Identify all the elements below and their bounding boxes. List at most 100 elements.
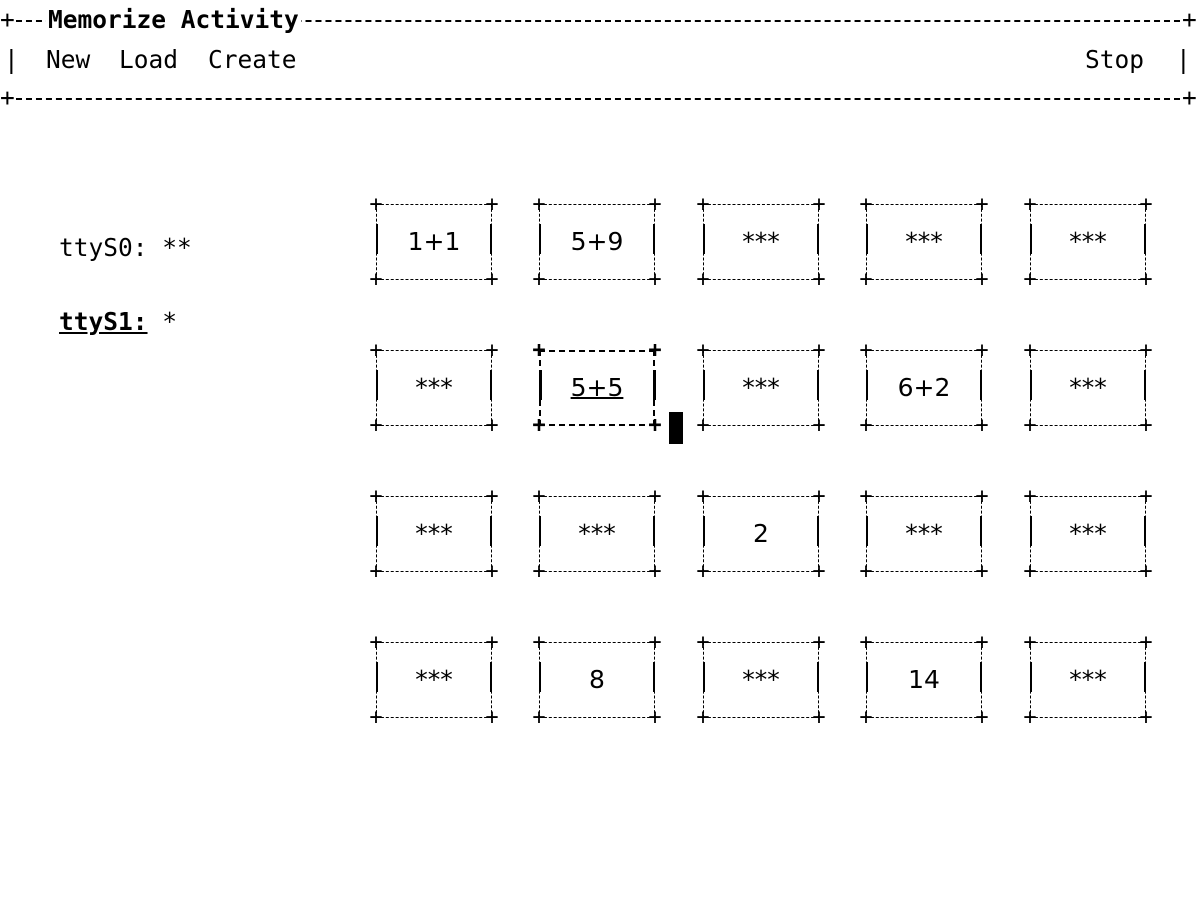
card-corner: + <box>648 192 662 217</box>
card-corner: + <box>975 559 989 584</box>
top-border: + Memorize Activity + <box>0 0 1200 40</box>
card-side-bar <box>1030 370 1032 400</box>
card-corner: + <box>1139 630 1153 655</box>
card-corner: + <box>812 559 826 584</box>
card-corner: + <box>1023 705 1037 730</box>
card-face: *** <box>415 665 453 694</box>
card-side-bar <box>376 516 378 546</box>
card-corner: + <box>1023 192 1037 217</box>
memory-card[interactable]: ++++5+5 <box>532 340 661 438</box>
card-side-bar <box>703 662 705 692</box>
player-ttys1: ttyS1: * <box>0 262 177 336</box>
text-cursor <box>669 412 683 444</box>
corner-bottom-right: + <box>1182 83 1197 112</box>
memory-card[interactable]: ++++*** <box>369 338 498 438</box>
card-corner: + <box>532 413 546 438</box>
memory-card[interactable]: ++++*** <box>1023 192 1152 292</box>
menu-create-button[interactable]: Create <box>208 45 297 74</box>
card-corner: + <box>859 192 873 217</box>
memory-card[interactable]: ++++*** <box>369 484 498 584</box>
card-corner: + <box>1023 630 1037 655</box>
menu-new-button[interactable]: New <box>46 45 91 74</box>
card-side-bar <box>539 370 542 400</box>
card-corner: + <box>485 413 499 438</box>
card-side-bar <box>1144 224 1146 254</box>
card-corner: + <box>1139 705 1153 730</box>
card-side-bar <box>653 662 655 692</box>
card-corner: + <box>812 267 826 292</box>
card-corner: + <box>812 192 826 217</box>
card-side-bar <box>539 224 541 254</box>
card-corner: + <box>696 705 710 730</box>
card-face: 8 <box>589 665 605 694</box>
card-corner: + <box>696 559 710 584</box>
menu-bottom-border: + + <box>0 78 1200 118</box>
card-corner: + <box>859 413 873 438</box>
card-face: 1+1 <box>407 227 461 256</box>
card-side-bar <box>1144 370 1146 400</box>
memory-card[interactable]: ++++*** <box>532 486 661 584</box>
memory-card[interactable]: ++++*** <box>859 486 988 584</box>
memory-card[interactable]: ++++8 <box>532 632 661 730</box>
card-corner: + <box>369 413 383 438</box>
memory-card[interactable]: ++++14 <box>859 632 988 730</box>
card-corner: + <box>369 484 383 509</box>
card-face: *** <box>742 227 780 256</box>
card-side-bar <box>376 662 378 692</box>
card-side-bar <box>866 224 868 254</box>
card-side-bar <box>703 516 705 546</box>
card-corner: + <box>975 413 989 438</box>
memory-card[interactable]: ++++*** <box>1023 486 1152 584</box>
card-side-bar <box>866 370 868 400</box>
card-corner: + <box>648 413 662 438</box>
window-title: Memorize Activity <box>46 0 301 40</box>
memory-card[interactable]: ++++*** <box>369 632 498 730</box>
card-corner: + <box>975 338 989 363</box>
card-side-bar <box>653 370 656 400</box>
card-corner: + <box>859 705 873 730</box>
card-corner: + <box>485 484 499 509</box>
card-side-bar <box>866 516 868 546</box>
memory-card[interactable]: ++++5+9 <box>532 194 661 292</box>
menu-load-button[interactable]: Load <box>119 45 179 74</box>
card-side-bar <box>539 662 541 692</box>
memory-card[interactable]: ++++*** <box>1023 338 1152 438</box>
memory-card[interactable]: ++++*** <box>1023 630 1152 730</box>
card-corner: + <box>696 413 710 438</box>
card-corner: + <box>648 338 662 363</box>
card-side-bar <box>980 224 982 254</box>
card-corner: + <box>369 338 383 363</box>
card-corner: + <box>1023 338 1037 363</box>
card-side-bar <box>490 224 492 254</box>
memory-card[interactable]: ++++*** <box>859 192 988 292</box>
card-corner: + <box>975 267 989 292</box>
card-side-bar <box>539 516 541 546</box>
card-side-bar <box>653 516 655 546</box>
card-corner: + <box>696 484 710 509</box>
card-side-bar <box>980 516 982 546</box>
card-side-bar <box>490 516 492 546</box>
card-corner: + <box>369 705 383 730</box>
corner-bottom-left: + <box>0 83 15 112</box>
card-corner: + <box>859 559 873 584</box>
card-corner: + <box>975 705 989 730</box>
card-side-bar <box>817 516 819 546</box>
card-corner: + <box>812 630 826 655</box>
player-score: ** <box>162 233 192 262</box>
memory-card[interactable]: ++++2 <box>696 484 825 584</box>
card-corner: + <box>696 630 710 655</box>
memory-card[interactable]: ++++6+2 <box>859 340 988 438</box>
memory-card[interactable]: ++++1+1 <box>369 194 498 292</box>
card-side-bar <box>653 224 655 254</box>
card-face: *** <box>1069 373 1107 402</box>
memory-card[interactable]: ++++*** <box>696 340 825 438</box>
card-side-bar <box>980 662 982 692</box>
memory-card[interactable]: ++++*** <box>696 194 825 292</box>
memory-card[interactable]: ++++*** <box>696 630 825 730</box>
card-side-bar <box>490 662 492 692</box>
card-corner: + <box>648 705 662 730</box>
card-corner: + <box>485 192 499 217</box>
menu-stop-button[interactable]: Stop <box>1085 45 1145 74</box>
card-corner: + <box>1023 267 1037 292</box>
